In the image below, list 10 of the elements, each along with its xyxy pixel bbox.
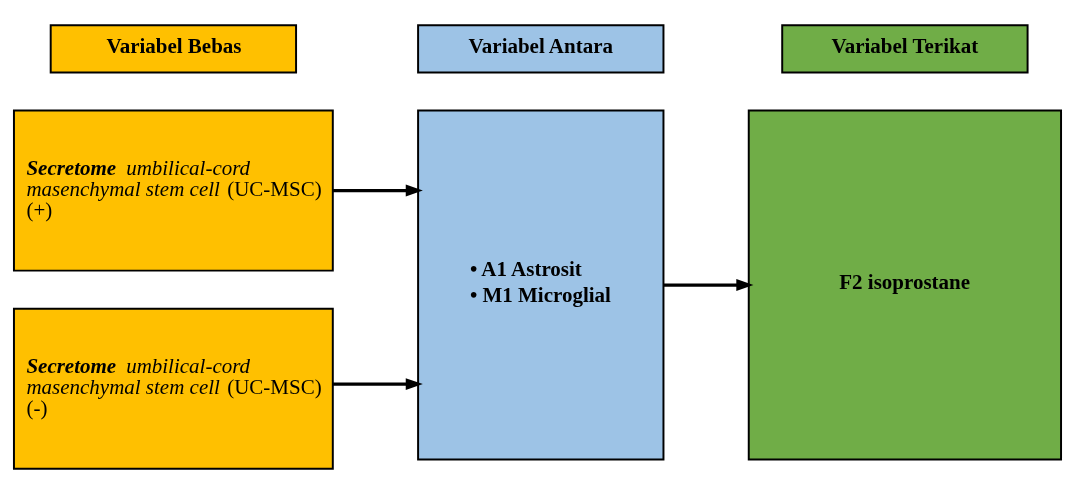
arrow [332, 184, 423, 197]
node-box: F2 isoprostane [747, 109, 1063, 461]
node-box: Secretome umbilical-cord masenchymal stem cell (UC-MSC) (+) [12, 109, 334, 272]
arrow [332, 378, 423, 391]
node-box: Variabel Terikat [781, 24, 1029, 74]
arrow [663, 279, 754, 292]
node-box: Variabel Bebas [49, 24, 298, 74]
node-box: Secretome umbilical-cord masenchymal stem cell (UC-MSC) (-) [12, 307, 334, 470]
node-box: Variabel Antara [417, 24, 665, 74]
node-box: • A1 Astrosit • M1 Microglial [417, 109, 665, 461]
